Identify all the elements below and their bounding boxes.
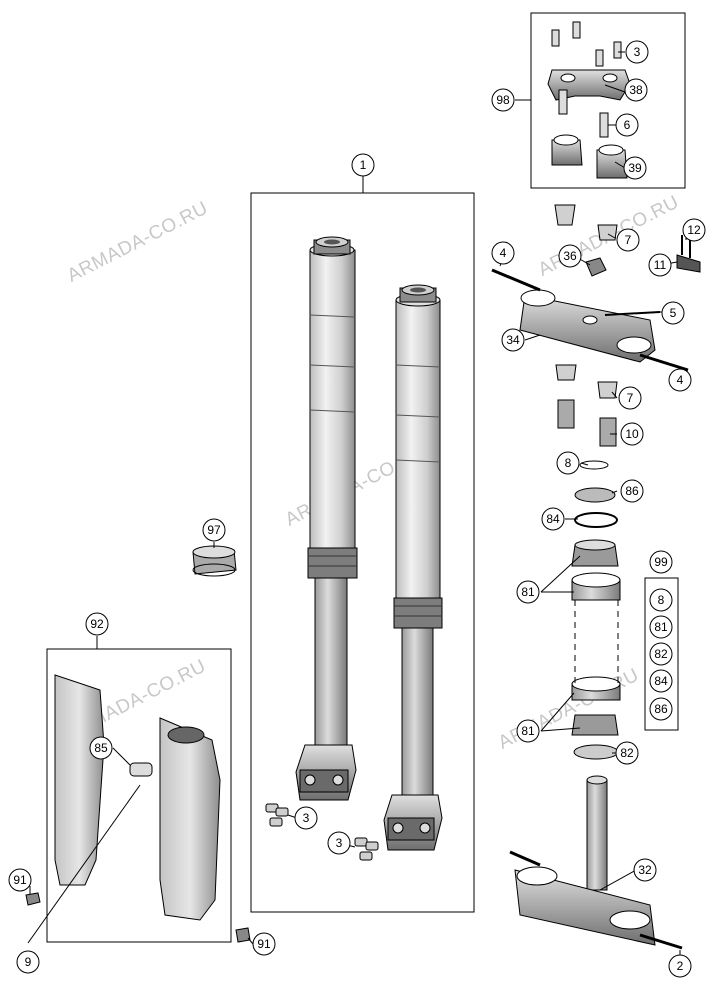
- fork-leg-left: [295, 236, 358, 801]
- callout-label: 81: [521, 724, 535, 738]
- svg-text:8: 8: [658, 593, 665, 607]
- callout-label: 36: [563, 249, 577, 263]
- callout-label: 7: [625, 233, 632, 247]
- kit-99-label: 99: [649, 550, 673, 574]
- kit-99-item: 82: [649, 642, 673, 666]
- callout-label: 3: [634, 45, 641, 59]
- callout-label: 39: [628, 161, 642, 175]
- fork-guard-kit-frame: [46, 648, 232, 943]
- callout-c4a: 4: [491, 241, 515, 265]
- kit-99-item: 84: [649, 669, 673, 693]
- fork-assembly-frame: [250, 192, 475, 913]
- callout-label: 4: [500, 246, 507, 260]
- callout-c7a: 7: [616, 228, 640, 252]
- callout-c3a: 3: [294, 806, 318, 830]
- svg-text:99: 99: [654, 555, 668, 569]
- callout-c4b: 4: [668, 368, 692, 392]
- bearing-kit-frame: [644, 577, 679, 731]
- callout-c98: 98: [491, 88, 515, 112]
- svg-text:86: 86: [654, 702, 668, 716]
- lower-triple-clamp: [509, 775, 683, 950]
- leader-lines: [29, 51, 687, 960]
- callout-label: 3: [303, 811, 310, 825]
- fork-guards: [25, 545, 251, 944]
- callout-label: 91: [257, 937, 271, 951]
- callout-c6: 6: [615, 113, 639, 137]
- callout-label: 32: [638, 863, 652, 877]
- callout-label: 84: [546, 512, 560, 526]
- callout-label: 4: [677, 373, 684, 387]
- callout-label: 8: [565, 456, 572, 470]
- callout-c84: 84: [541, 507, 565, 531]
- kit-99-item: 8: [649, 588, 673, 612]
- fork-leg-right: [383, 284, 443, 851]
- callout-c1: 1: [351, 153, 375, 177]
- callout-c7b: 7: [618, 386, 642, 410]
- clamp-bolts-left: [265, 803, 289, 827]
- callout-label: 98: [496, 93, 510, 107]
- callout-c97: 97: [202, 518, 226, 542]
- callout-label: 38: [629, 83, 643, 97]
- callout-label: 81: [521, 585, 535, 599]
- callout-c82: 82: [615, 741, 639, 765]
- callout-c85: 85: [89, 736, 113, 760]
- clamp-bolts-right: [354, 837, 379, 861]
- callout-label: 86: [625, 484, 639, 498]
- upper-triple-clamp: [491, 204, 701, 447]
- kit-99-item: 86: [649, 697, 673, 721]
- callout-label: 6: [624, 118, 631, 132]
- callout-label: 97: [207, 523, 221, 537]
- callout-label: 9: [25, 955, 32, 969]
- steering-bearings: [571, 460, 621, 760]
- callout-label: 11: [654, 258, 667, 272]
- callout-c36: 36: [558, 244, 582, 268]
- callout-label: 82: [620, 746, 634, 760]
- callout-c2: 2: [668, 954, 692, 978]
- callout-label: 5: [670, 306, 677, 320]
- callout-label: 12: [687, 223, 701, 237]
- svg-text:82: 82: [654, 647, 668, 661]
- callout-c81a: 81: [516, 580, 540, 604]
- callout-c91b: 91: [252, 932, 276, 956]
- callout-c92: 92: [85, 612, 109, 636]
- callout-c3c: 3: [625, 40, 649, 64]
- svg-text:84: 84: [654, 674, 668, 688]
- callout-label: 85: [94, 741, 108, 755]
- callout-c8: 8: [556, 451, 580, 475]
- callout-c3b: 3: [327, 831, 351, 855]
- callout-label: 10: [625, 427, 639, 441]
- callout-c10: 10: [620, 422, 644, 446]
- callout-c12: 12: [682, 218, 706, 242]
- callouts: 1233344567789101112323436383981818284858…: [8, 40, 706, 978]
- callout-c38: 38: [624, 78, 648, 102]
- callout-c91a: 91: [8, 868, 32, 892]
- svg-text:81: 81: [654, 620, 668, 634]
- callout-c81b: 81: [516, 719, 540, 743]
- callout-label: 91: [13, 873, 27, 887]
- callout-c32: 32: [633, 858, 657, 882]
- callout-c11: 11: [648, 253, 672, 277]
- handlebar-clamp-parts: [547, 21, 631, 179]
- callout-label: 2: [677, 959, 684, 973]
- callout-c5: 5: [661, 301, 685, 325]
- callout-label: 92: [90, 617, 104, 631]
- callout-c39: 39: [623, 156, 647, 180]
- callout-c9: 9: [16, 950, 40, 974]
- callout-c86: 86: [620, 479, 644, 503]
- kit-99-list: 99 8 81 82 84 86: [649, 550, 673, 721]
- callout-label: 3: [336, 836, 343, 850]
- callout-label: 1: [360, 158, 367, 172]
- callout-label: 7: [627, 391, 634, 405]
- callout-label: 34: [506, 333, 520, 347]
- kit-99-item: 81: [649, 615, 673, 639]
- callout-c34: 34: [501, 328, 525, 352]
